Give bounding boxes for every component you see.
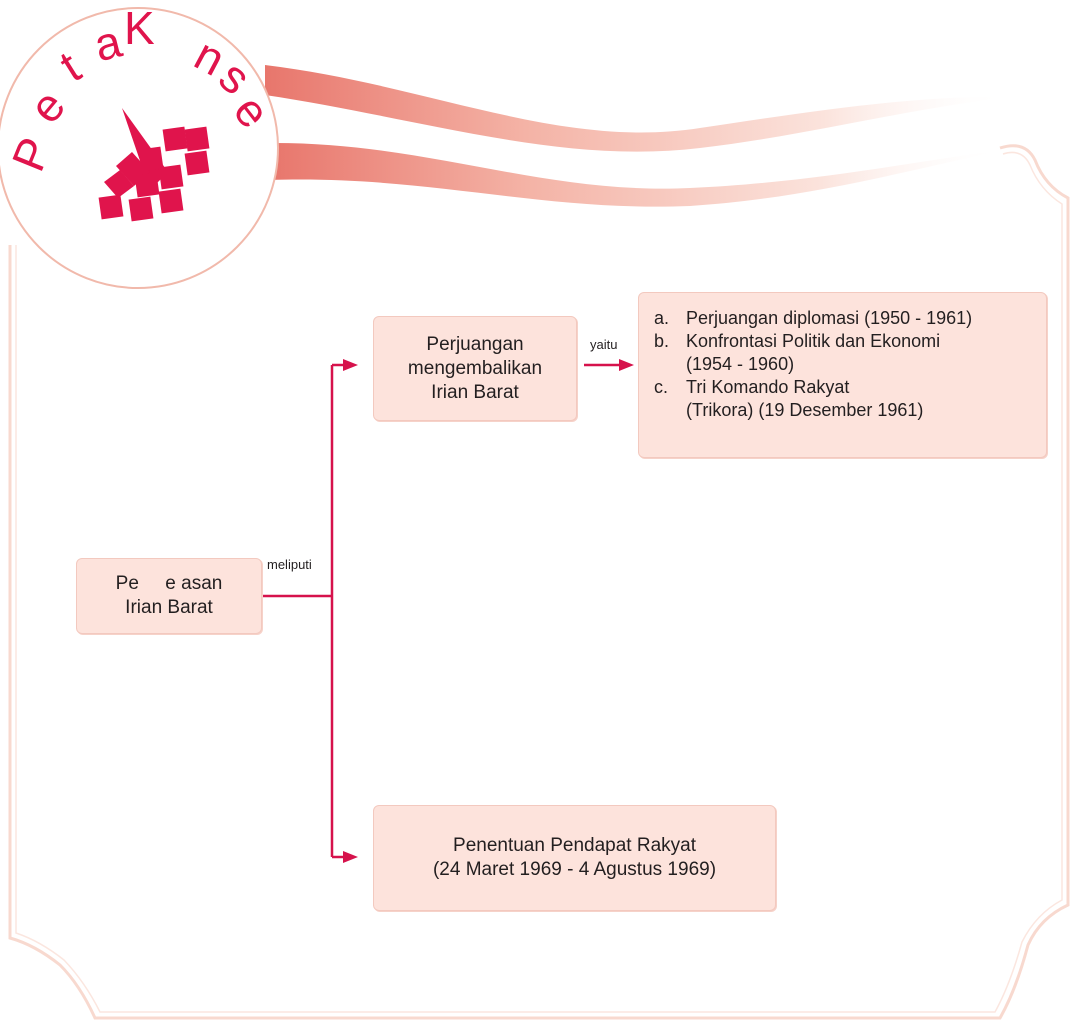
page-frame: [8, 144, 1070, 1020]
branch-1-box: Perjuangan mengembalikan Irian Barat: [373, 316, 577, 421]
branch-1-line: Perjuangan: [426, 333, 524, 355]
branch-2-line: Penentuan Pendapat Rakyat: [453, 835, 696, 856]
list-text: Perjuangan diplomasi (1950 - 1961): [686, 308, 973, 328]
arrow-head: [343, 851, 358, 863]
list-marker: b.: [654, 331, 670, 351]
list-marker: c.: [654, 377, 669, 397]
logo-letter: K: [124, 2, 155, 54]
root-concept-line: Pe e asan: [115, 573, 223, 594]
branch-1-line: mengembalikan: [407, 357, 543, 379]
root-concept-box: Pe e asan Irian Barat: [76, 558, 262, 634]
branch-2-line: (24 Maret 1969 - 4 Agustus 1969): [432, 859, 717, 880]
list-text: Tri Komando Rakyat (Trikora) (19 Desembe…: [686, 377, 924, 420]
branch-2-box: Penentuan Pendapat Rakyat (24 Maret 1969…: [373, 805, 776, 911]
peta-konsep-logo-icon: [98, 108, 210, 222]
arrow-head: [343, 359, 358, 371]
arrow-head: [619, 359, 634, 371]
list-marker: a.: [654, 308, 670, 328]
root-concept-line: Irian Barat: [125, 597, 213, 618]
link-label-meliputi: meliputi: [267, 557, 312, 572]
details-list: a. Perjuangan diplomasi (1950 - 1961) b.…: [654, 307, 1036, 422]
link-label-yaitu: yaitu: [590, 337, 618, 352]
details-box: a. Perjuangan diplomasi (1950 - 1961) b.…: [638, 292, 1047, 458]
list-item: c. Tri Komando Rakyat (Trikora) (19 Dese…: [654, 376, 1036, 422]
ribbon-upper: [265, 65, 1010, 152]
list-item: b. Konfrontasi Politik dan Ekonomi (1954…: [654, 330, 1036, 376]
list-text: Konfrontasi Politik dan Ekonomi (1954 - …: [686, 331, 941, 374]
ribbon-lower: [270, 142, 1005, 207]
list-item: a. Perjuangan diplomasi (1950 - 1961): [654, 307, 1036, 330]
connectors: [262, 363, 624, 859]
branch-1-line: Irian Barat: [431, 381, 519, 403]
